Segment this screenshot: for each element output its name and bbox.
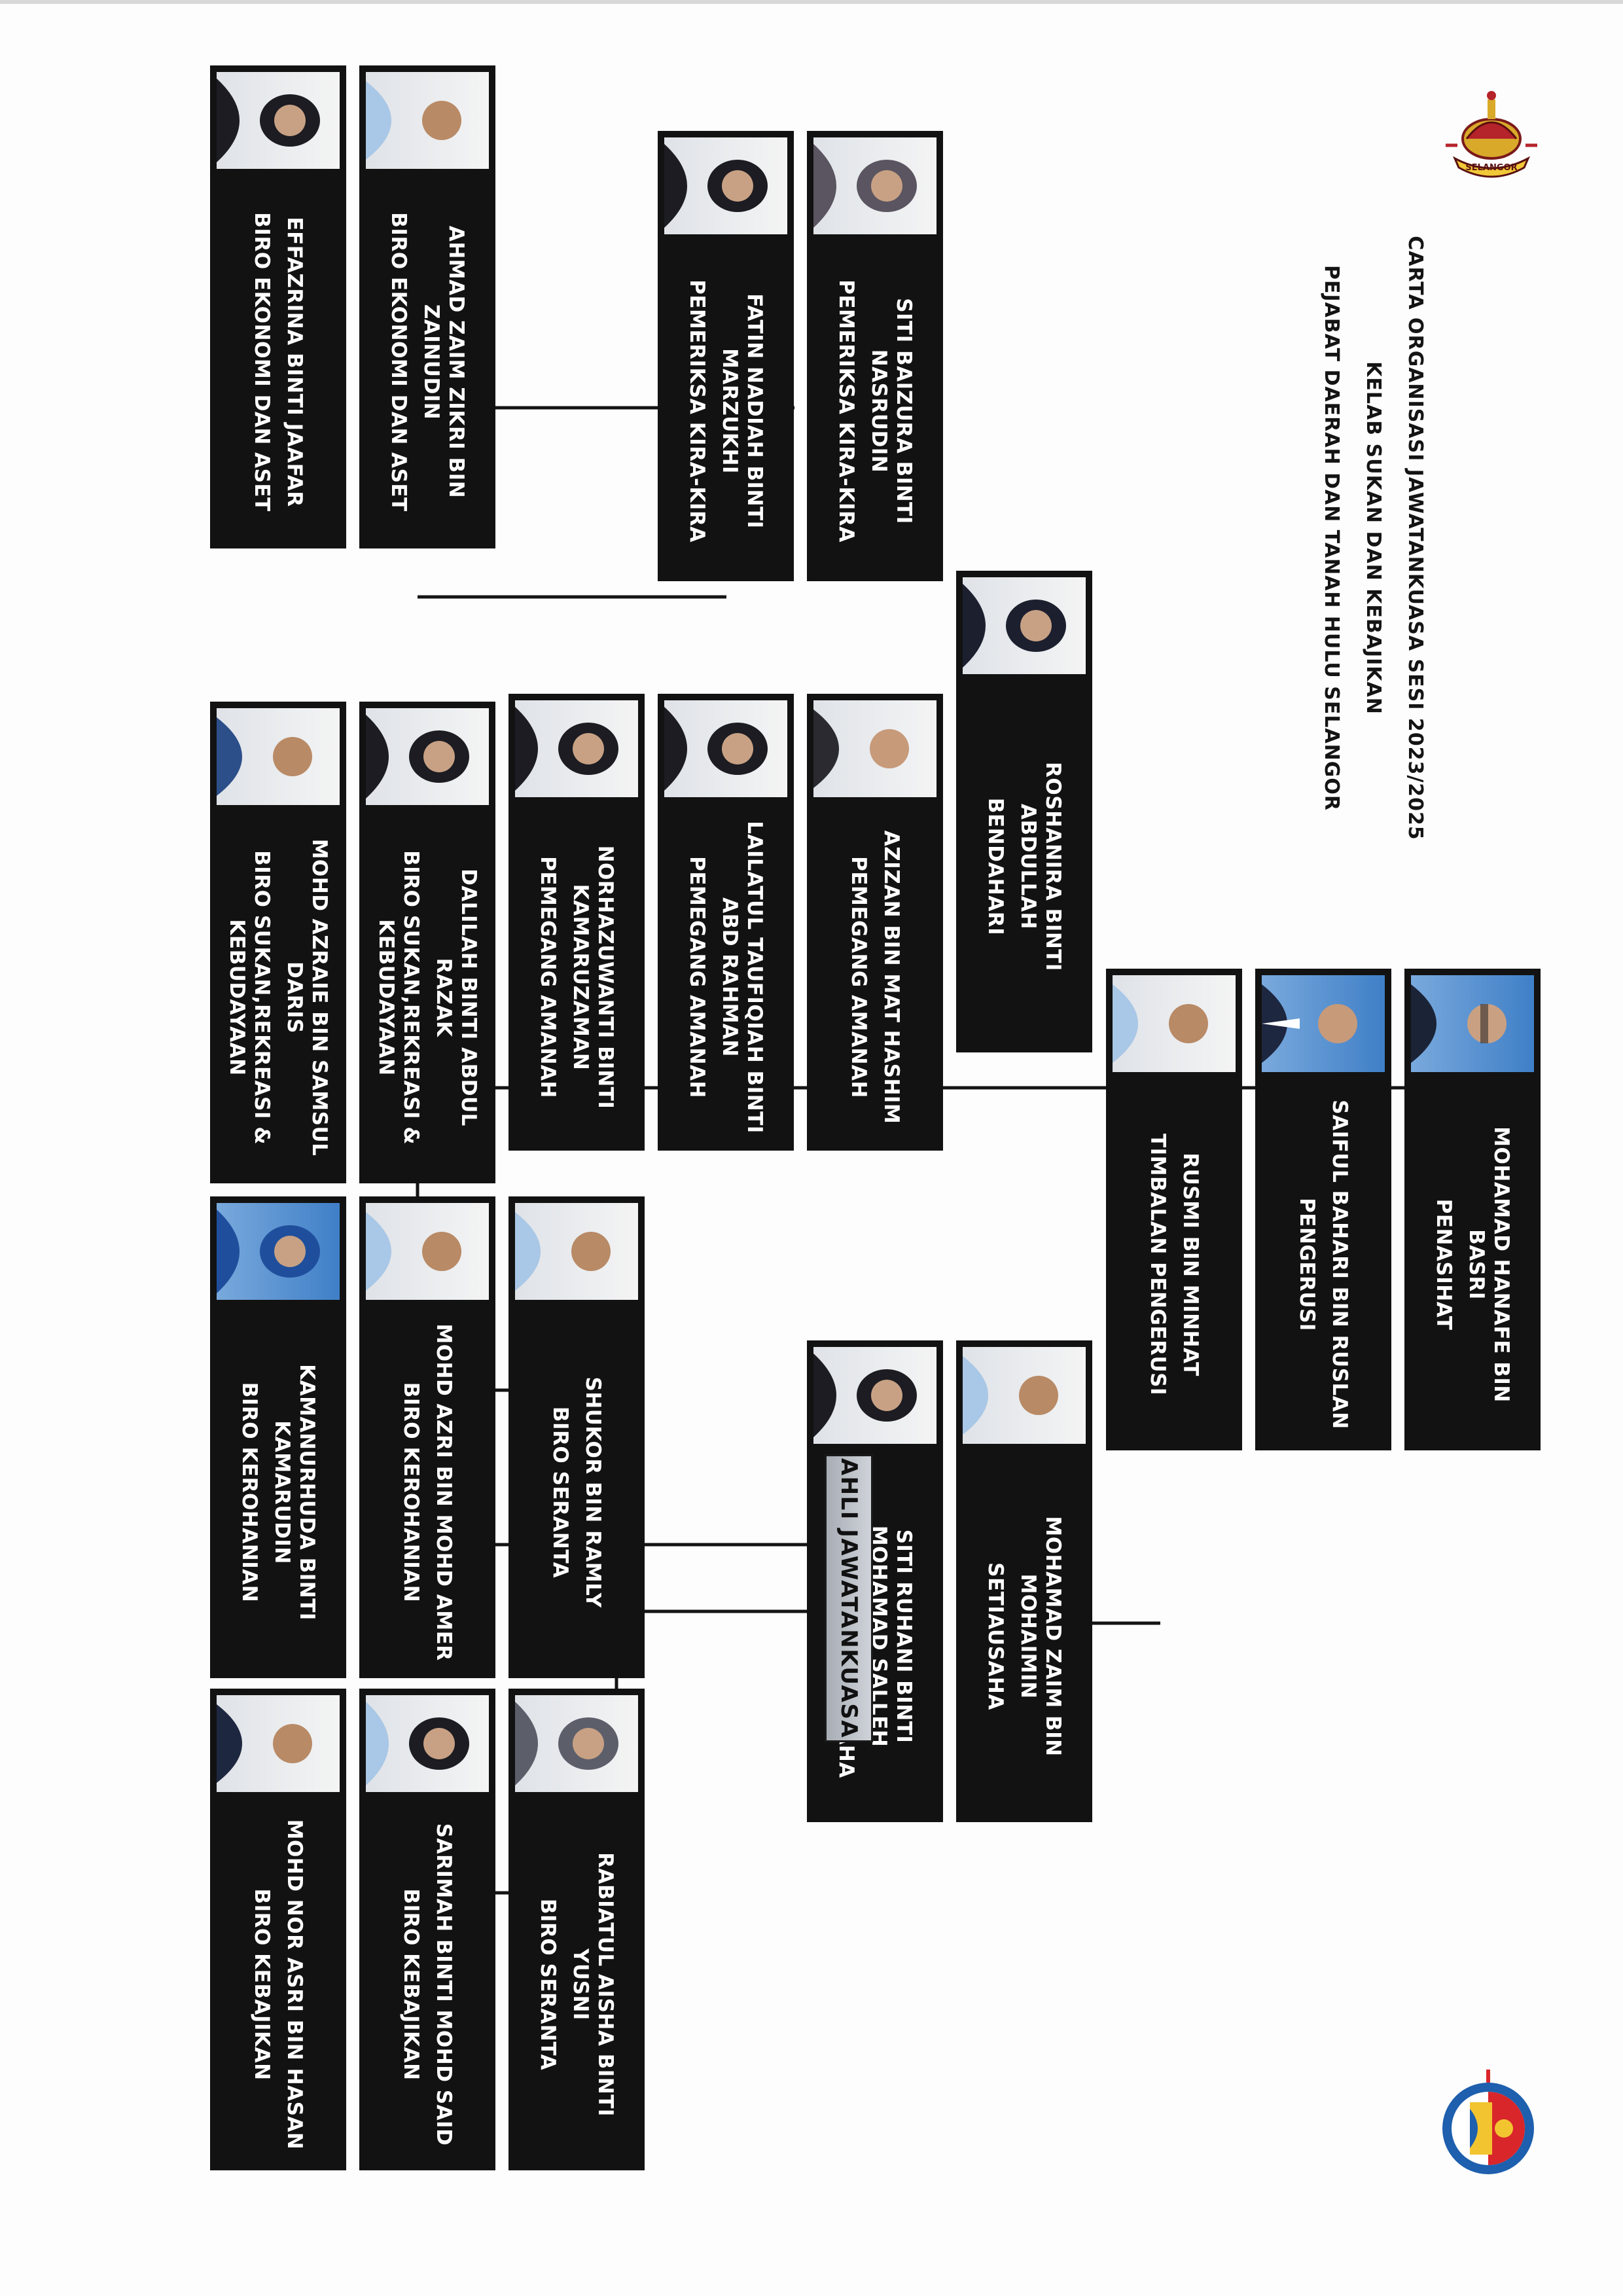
member-role: PEMERIKSA KIRA-KIRA [685,279,709,543]
org-chart-rotated-canvas: CARTA ORGANISASI JAWATANKUASA SESI 2023/… [107,65,1541,2207]
pdt-emblem-logo [1442,2070,1534,2174]
member-role: SETIAUSAHA [984,1562,1007,1710]
member-name: DALILAH BINTI ABDUL RAZAK [432,869,480,1126]
member-name: SITI BAIZURA BINTI NASRUDIN [867,298,916,524]
portrait-photo [1404,969,1541,1079]
portrait-photo [807,131,943,241]
portrait-photo [210,65,346,175]
portrait-photo [658,694,794,804]
member-role: PEMERIKSA KIRA-KIRA [834,279,858,543]
title-block: CARTA ORGANISASI JAWATANKUASA SESI 2023/… [1310,139,1436,937]
member-role: PEMEGANG AMANAH [536,856,560,1098]
person-icon [813,709,909,788]
page-title: CARTA ORGANISASI JAWATANKUASA SESI 2023/… [1404,236,1427,840]
person-icon [217,79,320,162]
portrait-photo [210,1689,346,1799]
person-icon [664,144,768,228]
ahli-jawatankuasa-box: AHLI JAWATANKUASA [825,1454,873,1742]
portrait-photo [210,1196,346,1306]
person-icon [1113,984,1208,1063]
member-name: NORHAZUWANTI BINTI KAMARUZAMAN [569,845,617,1109]
ahli-jawatankuasa-label: AHLI JAWATANKUASA [836,1458,862,1739]
portrait-photo [508,1689,645,1799]
member-name: ROSHANIRA BINTI ABDULLAH [1016,762,1065,971]
member-name: SITI RUHANI BINTI MOHAMAD SALLEH [867,1525,916,1748]
member-name: RABIATUL AISHA BINTI YUSNI [569,1852,617,2117]
person-icon [217,1210,320,1293]
person-icon [515,1212,611,1291]
member-name: AZIZAN BIN MAT HASHIM [880,830,903,1124]
portrait-photo [956,1340,1092,1450]
person-icon [1411,984,1507,1063]
portrait-photo [508,694,645,804]
person-icon [1262,984,1357,1063]
member-role: BIRO SUKAN,REKREASI & KEBUDAYAAN [225,850,274,1145]
member-name: FATIN NADIAH BINTI MARZUKHI [718,293,766,529]
person-icon [217,1704,312,1783]
member-role: BIRO KEBAJIKAN [399,1888,423,2081]
member-role: BIRO EKONOMI DAN ASET [387,212,410,512]
member-role: BIRO KEROHANIAN [399,1382,423,1603]
member-role: BIRO SUKAN,REKREASI & KEBUDAYAAN [374,850,423,1145]
member-role: BIRO SERANTA [536,1898,560,2071]
portrait-photo [807,694,943,804]
member-role: TIMBALAN PENGERUSI [1146,1134,1169,1395]
member-name: MOHAMAD HANAFE BIN BASRI [1465,1126,1513,1403]
member-role: BIRO EKONOMI DAN ASET [250,212,274,512]
member-role: BIRO KEBAJIKAN [250,1888,274,2081]
member-name: LAILATUL TAUFIQIAH BINTI ABD RAHMAN [718,821,766,1134]
member-role: PEMEGANG AMANAH [685,856,709,1098]
person-icon [515,1702,618,1785]
portrait-photo [508,1196,645,1306]
person-icon [515,707,618,791]
member-role: BENDAHARI [984,797,1007,936]
portrait-photo [359,65,495,175]
member-name: KAMANURHUDA BINTI KAMARUDIN [270,1364,319,1621]
portrait-photo [1106,969,1242,1079]
person-icon [664,707,768,791]
member-name: MOHD AZRAIE BIN SAMSUL DARIS [283,838,331,1157]
selangor-crest-logo: SELANGOR [1446,91,1537,178]
page-subtitle-office: PEJABAT DAERAH DAN TANAH HULU SELANGOR [1320,265,1343,811]
portrait-photo [658,131,794,241]
portrait-photo [807,1340,943,1450]
member-name: AHMAD ZAIM ZIKRI BIN ZAINUDIN [419,225,468,499]
member-name: RUSMI BIN MINHAT [1179,1153,1202,1376]
person-icon [366,715,469,798]
member-name: SAIFUL BAHARI BIN RUSLAN [1328,1100,1351,1429]
member-name: SARIMAH BINTI MOHD SAID [432,1823,455,2146]
member-role: PEMEGANG AMANAH [847,856,870,1098]
person-icon [366,81,461,160]
member-name: MOHD NOR ASRI BIN HASAN [283,1819,306,2150]
member-name: EFFAZRINA BINTI JAAFAR [283,217,306,507]
portrait-photo [210,702,346,812]
person-icon [217,717,312,796]
svg-text:SELANGOR: SELANGOR [1465,163,1517,173]
portrait-photo [359,702,495,812]
member-name: MOHAMAD ZAIM BIN MOHAIMIN [1016,1516,1065,1757]
member-role: PENGERUSI [1295,1198,1319,1331]
person-icon [813,1354,917,1437]
member-role: BIRO SERANTA [548,1406,572,1579]
portrait-photo [359,1196,495,1306]
member-role: PENASIHAT [1432,1198,1455,1331]
person-icon [366,1212,461,1291]
member-role: BIRO KEROHANIAN [238,1382,261,1603]
portrait-photo [956,571,1092,681]
member-name: SHUKOR BIN RAMLY [581,1376,605,1608]
person-icon [963,584,1066,668]
portrait-photo [1255,969,1391,1079]
portrait-photo [359,1689,495,1799]
person-icon [813,144,917,228]
page-subtitle: KELAB SUKAN DAN KEBAJIKAN [1362,361,1385,715]
person-icon [963,1356,1058,1435]
member-name: MOHD AZRI BIN MOHD AMER [432,1323,455,1661]
person-icon [366,1702,469,1785]
